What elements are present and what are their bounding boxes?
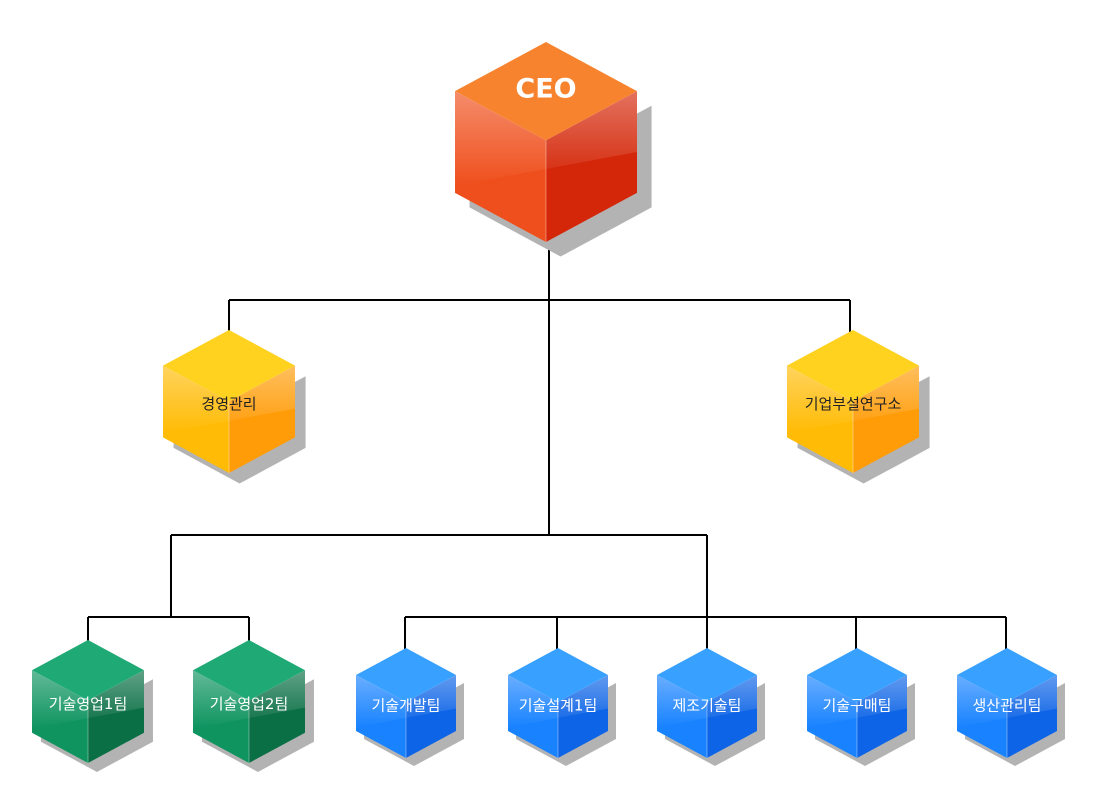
node-design1: 기술설계1팀 <box>508 648 616 766</box>
node-label: 기술구매팀 <box>822 697 891 715</box>
node-rnd: 기업부설연구소 <box>787 330 930 484</box>
node-label: CEO <box>515 74 576 105</box>
node-label: 기업부설연구소 <box>805 395 902 413</box>
cube-top-face <box>163 330 295 402</box>
node-label: 기술영업1팀 <box>49 695 128 713</box>
node-label: 제조기술팀 <box>672 697 741 715</box>
cube-gloss <box>32 670 144 729</box>
node-sales1: 기술영업1팀 <box>32 640 153 772</box>
node-mfg: 제조기술팀 <box>657 648 765 766</box>
node-label: 경영관리 <box>201 395 256 413</box>
cube-gloss <box>807 675 907 728</box>
cube-gloss <box>455 91 637 186</box>
cube-gloss <box>356 675 456 728</box>
node-dev: 기술개발팀 <box>356 648 464 766</box>
cube-gloss <box>787 365 919 433</box>
node-purchase: 기술구매팀 <box>807 648 915 766</box>
cube-gloss <box>957 675 1057 728</box>
cube-gloss <box>508 675 608 728</box>
cube-gloss <box>193 670 305 729</box>
cube-gloss <box>657 675 757 728</box>
cube-top-face <box>787 330 919 402</box>
node-label: 기술설계1팀 <box>519 697 598 715</box>
node-production: 생산관리팀 <box>957 648 1065 766</box>
connector-lines <box>87 250 1007 650</box>
node-management: 경영관리 <box>163 330 306 484</box>
node-label: 기술개발팀 <box>371 697 440 715</box>
node-sales2: 기술영업2팀 <box>193 640 314 772</box>
node-ceo: CEO <box>455 42 652 257</box>
node-label: 기술영업2팀 <box>210 695 289 713</box>
cube-gloss <box>163 365 295 433</box>
node-label: 생산관리팀 <box>972 697 1041 715</box>
